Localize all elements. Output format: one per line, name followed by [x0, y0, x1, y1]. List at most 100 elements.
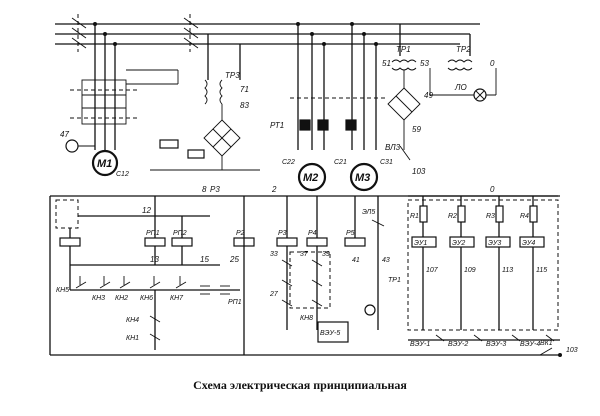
thermal-relay-rt1: [299, 119, 311, 131]
coil-p3: [276, 237, 298, 247]
resistor-r1: [419, 205, 428, 223]
node-113: 113: [502, 267, 513, 274]
button-kn2-label: КН2: [115, 295, 128, 302]
el5-label: ЭЛ5: [362, 209, 375, 216]
coil-p4: [306, 237, 328, 247]
terminal-c21: С21: [334, 159, 347, 166]
node-43: 43: [382, 257, 390, 264]
pushbutton-kn7: [175, 276, 187, 289]
button-kn5-label: КН5: [56, 287, 69, 294]
node-13: 13: [150, 255, 159, 264]
relay-p3-top: Р3: [210, 185, 220, 194]
pushbutton-kn3: [99, 276, 111, 289]
node-25: 25: [229, 255, 239, 264]
button-kn7-label: КН7: [170, 295, 184, 302]
transformer-tr2: [447, 59, 473, 71]
element-em: [187, 149, 205, 159]
indicator-icon: [364, 304, 376, 316]
pin-59: 59: [412, 125, 421, 134]
r4-label: R4: [520, 213, 529, 220]
switch-b3-label: ВЛ3: [385, 143, 401, 152]
tr1-label: ТР1: [396, 45, 411, 54]
veu4-label: ВЭУ-4: [520, 341, 540, 348]
lamp-label: ЛО: [454, 83, 467, 92]
veu1-label: ВЭУ-1: [410, 341, 430, 348]
pushbutton-kn5: [75, 276, 87, 289]
resistor-r3: [495, 205, 504, 223]
diode-bridge-d: [387, 87, 421, 121]
eu1-label: ЭУ1: [414, 240, 427, 247]
transformer-tr3: [204, 79, 223, 105]
pin-51: 51: [382, 59, 391, 68]
button-kn4-label: КН4: [126, 317, 139, 324]
motor-m3: [349, 162, 379, 192]
thermal-relay-rt2: [317, 119, 329, 131]
node-109: 109: [464, 267, 476, 274]
thermal-relay-rt3: [345, 119, 357, 131]
button-kn3-label: КН3: [92, 295, 105, 302]
motor-m3-label: М3: [355, 172, 370, 184]
relay-p3-label: Р3: [278, 230, 287, 237]
eu3-label: ЭУ3: [488, 240, 501, 247]
r2-label: R2: [448, 213, 457, 220]
pin-53: 53: [420, 59, 429, 68]
pin-103: 103: [412, 167, 426, 176]
node-0: 0: [490, 185, 495, 194]
node-15: 15: [200, 255, 209, 264]
r3-label: R3: [486, 213, 495, 220]
veu5-label: ВЭУ-5: [320, 330, 340, 337]
local-control-box: [55, 199, 79, 229]
coil-p5: [344, 237, 366, 247]
relay-rp1-label: РП1: [146, 230, 160, 237]
button-kn1-label: КН1: [126, 335, 139, 342]
coil-eu2: [449, 236, 475, 248]
tr3-pin-83: 83: [240, 101, 249, 110]
eu4-label: ЭУ4: [522, 240, 535, 247]
rectifier-bridge: [203, 119, 241, 157]
coil-eu3: [485, 236, 511, 248]
relay-rp1-contact: РП1: [228, 299, 242, 306]
motor-m1: [91, 149, 119, 177]
node-2: 2: [271, 185, 277, 194]
relay-rp2-label: РП2: [173, 230, 187, 237]
coil-p1: [59, 237, 81, 247]
relay-p5-label: Р5: [346, 230, 355, 237]
terminal-c31: С31: [380, 159, 393, 166]
rt1-label: РТ1: [270, 121, 284, 130]
relay-p2-label: Р2: [236, 230, 245, 237]
vk1-label: ВК1: [540, 340, 553, 347]
node-107: 107: [426, 267, 439, 274]
node-41: 41: [352, 257, 360, 264]
button-kn8-label: КН8: [300, 315, 313, 322]
pin-0: 0: [490, 59, 495, 68]
meter-icon: [65, 139, 79, 153]
node-8: 8: [202, 185, 207, 194]
limit-switch-veu5: [317, 321, 349, 343]
node-115: 115: [536, 267, 547, 274]
resistor-r2: [457, 205, 466, 223]
node-12: 12: [142, 206, 151, 215]
pushbutton-kn2: [119, 276, 131, 289]
tr2-label: ТР2: [456, 45, 471, 54]
control-circuit: 8 2 0 Р3 РП1 РП2 Р2 Р3 Р4 Р5 12: [49, 185, 578, 357]
reversing-contactor: [70, 79, 140, 125]
pushbutton-kn6: [149, 276, 161, 289]
pin-49: 49: [424, 91, 433, 100]
diagram-caption: Схема электрическая принципиальная: [193, 378, 407, 392]
node-37: 37: [300, 251, 309, 258]
node-103: 103: [566, 347, 578, 354]
node-33: 33: [270, 251, 278, 258]
resistor-r4: [529, 205, 538, 223]
tr3-label: ТР3: [225, 71, 240, 80]
tr3-pin-71: 71: [240, 85, 249, 94]
button-kn6-label: КН6: [140, 295, 153, 302]
coil-rp2: [171, 237, 193, 247]
veu2-label: ВЭУ-2: [448, 341, 468, 348]
motor-m2: [297, 162, 327, 192]
motor-m2-label: М2: [303, 172, 318, 184]
motor-m1-label: М1: [97, 158, 112, 170]
coil-rp1: [144, 237, 166, 247]
power-circuit: М1 47 ТР3 71 83: [55, 14, 497, 192]
node-27: 27: [269, 291, 279, 298]
